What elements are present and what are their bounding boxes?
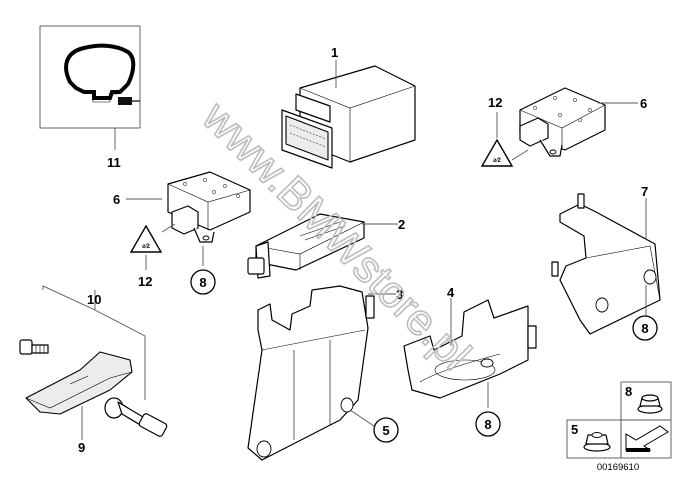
circled-ref-8-clip[interactable]: 8 — [475, 411, 501, 437]
callout-7[interactable]: 7 — [641, 184, 648, 199]
direction-arrow-icon — [625, 425, 669, 452]
part-2-antenna[interactable] — [247, 213, 398, 279]
callout-12-left[interactable]: 12 — [138, 274, 152, 289]
callout-10[interactable]: 10 — [87, 292, 101, 307]
fastener-legend: 8 5 00169610 — [566, 381, 672, 473]
warning-label-12-left[interactable]: ƨ⁄2 — [129, 224, 163, 253]
svg-text:5: 5 — [382, 423, 389, 438]
catalog-code: 00169610 — [597, 462, 639, 473]
part-valve — [104, 397, 168, 437]
part-6-trigger-left[interactable] — [126, 171, 251, 270]
warning-label-12-right[interactable]: ƨ⁄2 — [480, 138, 514, 167]
part-1-control-unit[interactable] — [281, 60, 416, 169]
svg-text:ƨ⁄2: ƨ⁄2 — [142, 244, 150, 250]
legend-item-8[interactable]: 8 — [625, 384, 663, 414]
svg-text:8: 8 — [625, 384, 632, 399]
svg-text:ƨ⁄2: ƨ⁄2 — [493, 158, 501, 164]
svg-text:8: 8 — [484, 417, 491, 432]
part-11-tyre-section[interactable] — [39, 25, 141, 150]
collar-nut-icon — [637, 394, 663, 414]
svg-text:8: 8 — [641, 321, 648, 336]
warning-triangle-icon — [129, 224, 163, 253]
callout-1[interactable]: 1 — [331, 45, 338, 60]
hex-nut-icon — [583, 432, 611, 452]
callout-6-right[interactable]: 6 — [640, 96, 647, 111]
circled-ref-8-trigger[interactable]: 8 — [190, 269, 216, 295]
callout-11[interactable]: 11 — [107, 155, 121, 170]
callout-9[interactable]: 9 — [78, 440, 85, 455]
callout-4[interactable]: 4 — [447, 285, 455, 300]
tyre-detail-frame — [39, 25, 141, 129]
svg-text:8: 8 — [199, 275, 206, 290]
legend-item-5[interactable]: 5 — [571, 422, 611, 452]
callout-2[interactable]: 2 — [398, 217, 405, 232]
callout-6-left[interactable]: 6 — [113, 192, 120, 207]
svg-text:5: 5 — [571, 422, 578, 437]
part-6-trigger-right[interactable] — [496, 87, 638, 161]
warning-triangle-icon — [480, 138, 514, 167]
callout-3[interactable]: 3 — [396, 287, 403, 302]
part-10-sensor-valve-set[interactable] — [19, 285, 168, 437]
part-bolt — [19, 339, 49, 355]
callout-12-right[interactable]: 12 — [488, 95, 502, 110]
tyre-outline-icon — [64, 43, 136, 100]
part-9-wheel-sensor[interactable] — [25, 351, 133, 440]
circled-ref-8-bracket7[interactable]: 8 — [632, 315, 658, 341]
part-7-trigger-bracket[interactable] — [551, 193, 661, 335]
sensor-in-rim-icon — [118, 97, 132, 105]
part-3-holder-bracket[interactable] — [247, 285, 396, 461]
part-4-holder-clip[interactable] — [403, 298, 537, 408]
circled-ref-5-bracket[interactable]: 5 — [373, 417, 399, 443]
